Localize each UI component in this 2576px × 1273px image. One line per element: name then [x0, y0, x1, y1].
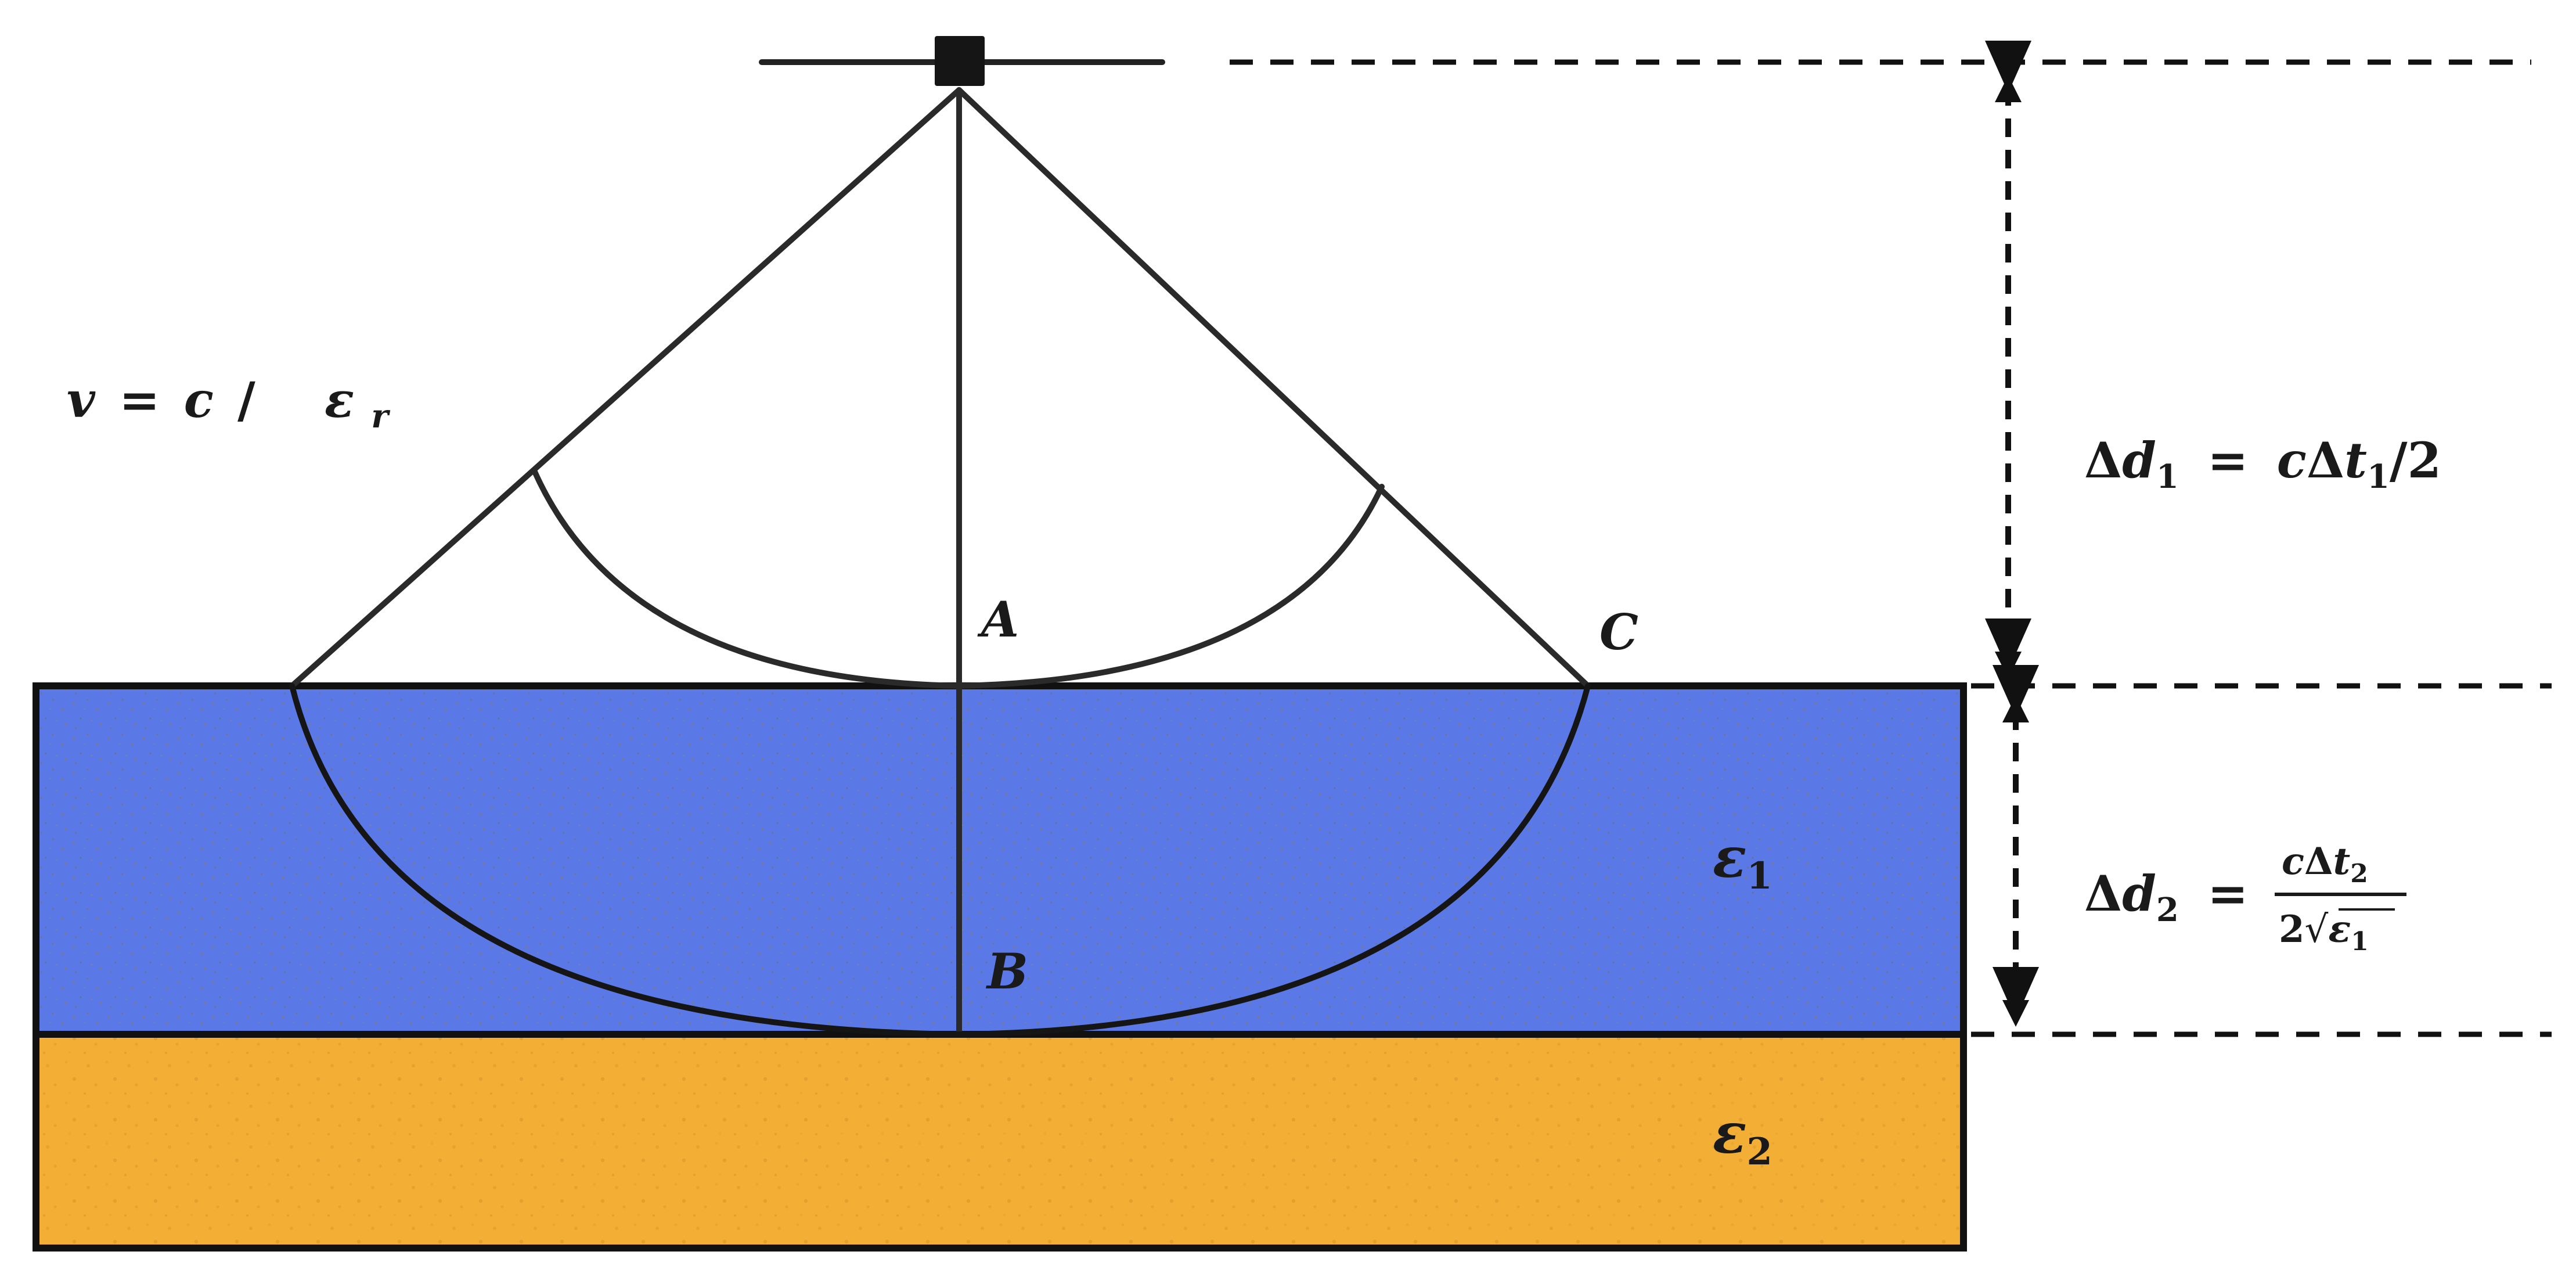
layer-1-medium: [33, 682, 1967, 1038]
wavefront-arc-lower: [289, 683, 1591, 1038]
ray-left: [289, 87, 962, 689]
layer-1-permittivity-label: ε1: [1713, 825, 1772, 898]
point-label-c: C: [1599, 603, 1638, 661]
delta-d1-formula: Δd1 = cΔt1/2: [2084, 431, 2441, 499]
delta-d2-denominator: 2√ε1: [2279, 908, 2369, 956]
layer-2-medium: [33, 1031, 1967, 1252]
delta-d2-formula: Δd2 = cΔt2 2√ε1: [2084, 840, 2406, 956]
point-label-a: A: [977, 591, 1019, 648]
delta-d2-numerator: cΔt2: [2282, 840, 2368, 889]
ray-right: [956, 87, 1591, 689]
velocity-formula: v = c / ε r: [67, 371, 390, 436]
layer-2-permittivity-label: ε2: [1713, 1101, 1772, 1174]
antenna-icon: [759, 36, 1165, 86]
svg-text:Δd2 =: Δd2 =: [2084, 865, 2249, 933]
wavefront-arc-upper: [531, 468, 1385, 689]
point-label-b: B: [986, 943, 1028, 1000]
